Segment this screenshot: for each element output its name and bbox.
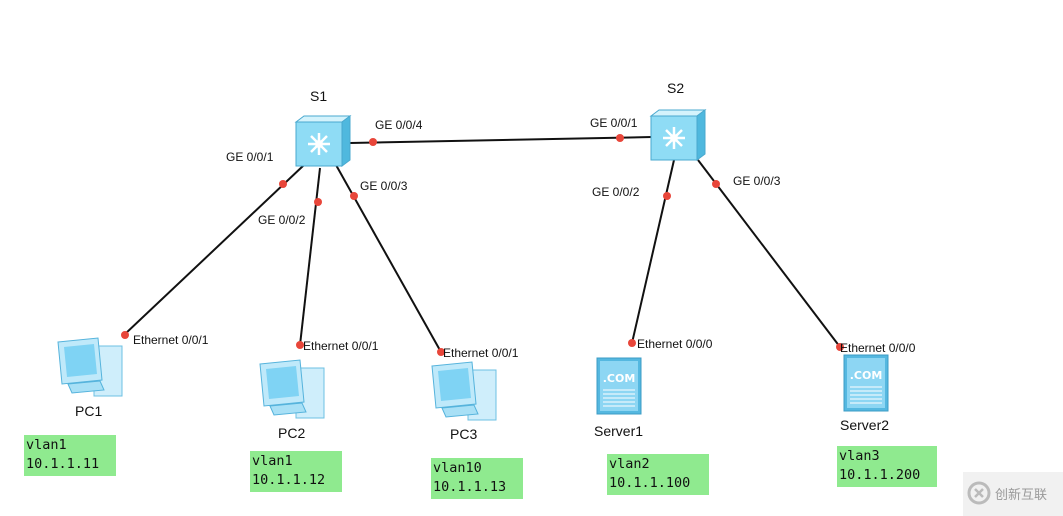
port-dot[interactable] [628,339,636,347]
port-label-s2-ge3: GE 0/0/3 [733,174,781,188]
ip-address: 10.1.1.11 [26,456,100,472]
server1-icon[interactable]: .COM [596,357,642,415]
pc3-icon[interactable] [431,361,497,421]
port-label-s1-ge4: GE 0/0/4 [375,118,423,132]
switch-s1-icon[interactable] [294,115,352,167]
port-label-s2-ge1: GE 0/0/1 [590,116,638,130]
ip-address: 10.1.1.12 [252,472,326,488]
port-dot[interactable] [437,348,445,356]
pc2-icon[interactable] [259,359,325,419]
info-box-pc2: vlan1 10.1.1.12 [250,451,342,492]
port-dot[interactable] [121,331,129,339]
port-label-pc1-eth: Ethernet 0/0/1 [133,333,209,347]
port-label-pc2-eth: Ethernet 0/0/1 [303,339,379,353]
device-name-server1: Server1 [594,423,644,439]
info-box-server1: vlan2 10.1.1.100 [607,454,709,495]
device-name-pc1: PC1 [75,403,103,419]
device-name-s1: S1 [310,88,328,104]
info-box-pc3: vlan10 10.1.1.13 [431,458,523,499]
link-s1-pc2[interactable] [299,167,321,346]
watermark: 创新互联 [963,472,1063,516]
link-s2-server2[interactable] [697,159,841,348]
info-box-pc1: vlan1 10.1.1.11 [24,435,116,476]
port-dot[interactable] [616,134,624,142]
vlan-label: vlan1 [26,437,67,453]
server-badge: .COM [850,369,883,382]
ip-address: 10.1.1.13 [433,479,507,495]
port-dot[interactable] [279,180,287,188]
port-dot[interactable] [663,192,671,200]
port-dot[interactable] [314,198,322,206]
port-label-s1-ge1: GE 0/0/1 [226,150,274,164]
port-label-pc3-eth: Ethernet 0/0/1 [443,346,519,360]
port-dot[interactable] [350,192,358,200]
device-name-server2: Server2 [840,417,890,433]
port-label-server1-eth: Ethernet 0/0/0 [637,337,713,351]
port-dot[interactable] [369,138,377,146]
link-s2-server1[interactable] [631,159,675,344]
device-name-s2: S2 [667,80,685,96]
port-label-server2-eth: Ethernet 0/0/0 [840,341,916,355]
watermark-logo-icon [967,481,991,505]
device-name-pc2: PC2 [278,425,306,441]
port-label-s2-ge2: GE 0/0/2 [592,185,640,199]
port-label-s1-ge2: GE 0/0/2 [258,213,306,227]
port-dot[interactable] [836,343,844,351]
ip-address: 10.1.1.100 [609,475,691,491]
port-label-s1-ge3: GE 0/0/3 [360,179,408,193]
vlan-label: vlan3 [839,448,880,464]
link-s1-pc1[interactable] [123,164,305,336]
port-dot[interactable] [296,341,304,349]
port-dot[interactable] [712,180,720,188]
vlan-label: vlan2 [609,456,650,472]
vlan-label: vlan1 [252,453,293,469]
device-name-pc3: PC3 [450,426,478,442]
pc1-icon[interactable] [57,337,123,397]
server-badge: .COM [603,372,636,385]
switch-s2-icon[interactable] [649,109,707,161]
vlan-label: vlan10 [433,460,482,476]
info-box-server2: vlan3 10.1.1.200 [837,446,937,487]
server2-icon[interactable]: .COM [843,354,889,412]
ip-address: 10.1.1.200 [839,467,921,483]
link-s1-s2[interactable] [349,136,653,144]
watermark-text: 创新互联 [995,488,1048,503]
